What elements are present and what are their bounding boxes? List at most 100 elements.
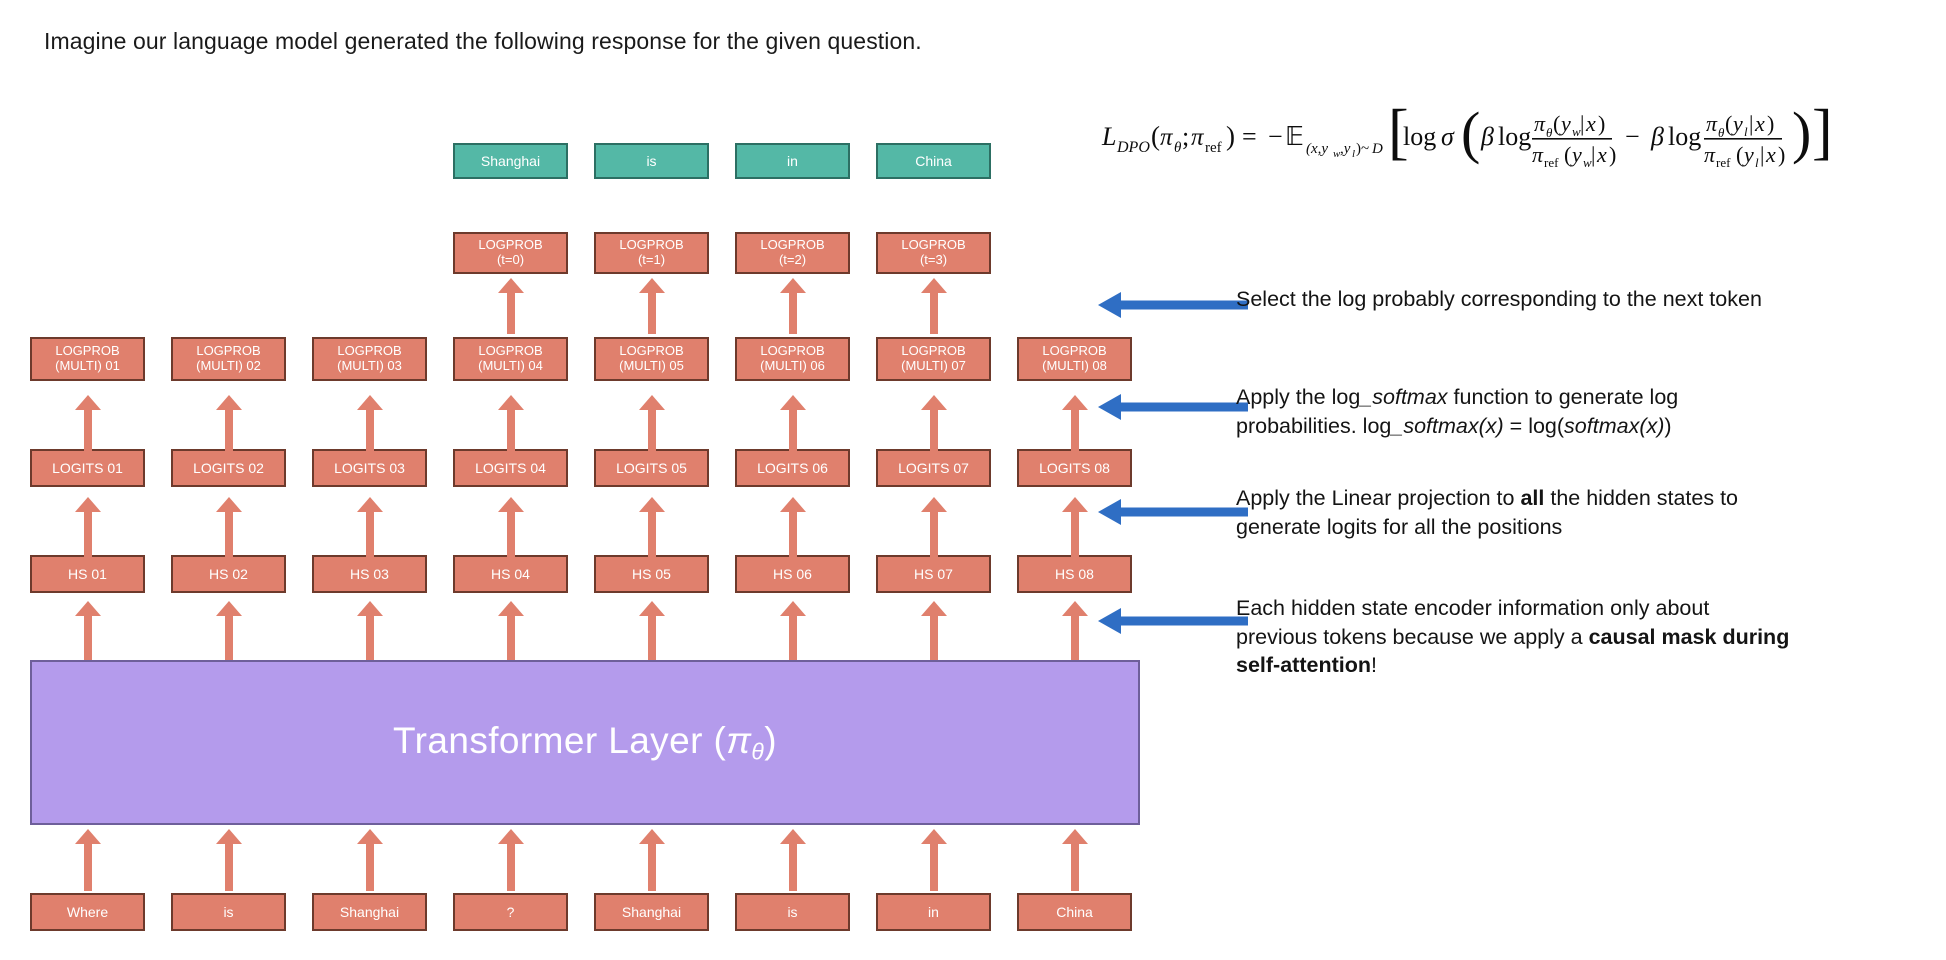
- logits-box-2-label: LOGITS 02: [193, 459, 264, 476]
- page-title: Imagine our language model generated the…: [44, 28, 922, 54]
- transformer-label-suffix: ): [764, 719, 777, 761]
- input-token-box-8[interactable]: China: [1017, 893, 1132, 931]
- arrow-hs-to-logits-5: [638, 497, 665, 557]
- arrow-stem: [647, 615, 656, 660]
- logprob-multi-box-4-label: LOGPROB(MULTI) 04: [478, 343, 543, 373]
- logprob-multi-box-7[interactable]: LOGPROB(MULTI) 07: [876, 337, 991, 381]
- logprob-selected-box-4[interactable]: LOGPROB(t=3): [876, 232, 991, 274]
- logprob-multi-box-5[interactable]: LOGPROB(MULTI) 05: [594, 337, 709, 381]
- annotation-line-1: Each hidden state encoder information on…: [1236, 596, 1710, 620]
- svg-text:log: log: [1403, 122, 1436, 151]
- arrow-stem: [506, 511, 515, 557]
- logprob-multi-box-7-label: LOGPROB(MULTI) 07: [901, 343, 966, 373]
- svg-text:log: log: [1668, 122, 1701, 151]
- hidden-state-box-3-label: HS 03: [350, 565, 389, 582]
- arrow-head: [920, 601, 947, 616]
- arrow-head: [920, 278, 947, 293]
- logits-box-6[interactable]: LOGITS 06: [735, 449, 850, 487]
- arrow-head: [215, 395, 242, 410]
- arrow-multi-to-selected-4: [920, 278, 947, 334]
- arrow-head: [74, 497, 101, 512]
- svg-text:;: ;: [1182, 122, 1189, 151]
- arrow-stem: [365, 409, 374, 451]
- arrow-head: [638, 278, 665, 293]
- logits-box-7[interactable]: LOGITS 07: [876, 449, 991, 487]
- logits-box-4[interactable]: LOGITS 04: [453, 449, 568, 487]
- transformer-layer-box[interactable]: Transformer Layer (πθ): [30, 660, 1140, 825]
- input-token-box-7-label: in: [928, 903, 939, 920]
- logits-box-2[interactable]: LOGITS 02: [171, 449, 286, 487]
- arrow-head: [920, 829, 947, 844]
- svg-text:−: −: [1625, 122, 1640, 151]
- arrow-logits-to-multi-4: [497, 395, 524, 451]
- input-token-box-1[interactable]: Where: [30, 893, 145, 931]
- svg-text:|: |: [1591, 142, 1595, 167]
- logprob-multi-box-2[interactable]: LOGPROB(MULTI) 02: [171, 337, 286, 381]
- logprob-multi-box-1[interactable]: LOGPROB(MULTI) 01: [30, 337, 145, 381]
- svg-text:w: w: [1583, 155, 1592, 170]
- arrow-head: [779, 497, 806, 512]
- svg-text:): ): [1226, 121, 1235, 151]
- svg-text:ref: ref: [1716, 155, 1731, 170]
- arrow-logits-to-multi-6: [779, 395, 806, 451]
- arrow-stem: [1070, 409, 1079, 451]
- arrow-head: [1098, 499, 1121, 525]
- logprob-multi-box-3[interactable]: LOGPROB(MULTI) 03: [312, 337, 427, 381]
- hidden-state-box-7[interactable]: HS 07: [876, 555, 991, 593]
- logprob-multi-box-4[interactable]: LOGPROB(MULTI) 04: [453, 337, 568, 381]
- arrow-head: [497, 601, 524, 616]
- arrow-head: [1098, 292, 1121, 318]
- svg-text:]: ]: [1812, 98, 1833, 166]
- transformer-layer-label: Transformer Layer (πθ): [393, 720, 777, 765]
- output-token-box-3[interactable]: in: [735, 143, 850, 179]
- logprob-selected-box-1[interactable]: LOGPROB(t=0): [453, 232, 568, 274]
- logits-box-8[interactable]: LOGITS 08: [1017, 449, 1132, 487]
- hidden-state-box-6[interactable]: HS 06: [735, 555, 850, 593]
- output-token-box-2[interactable]: is: [594, 143, 709, 179]
- annotation-arrow-select-logprob: [1098, 292, 1248, 318]
- log-softmax-italic-2: _softmax(x): [1391, 413, 1504, 438]
- logits-box-5[interactable]: LOGITS 05: [594, 449, 709, 487]
- logits-box-3[interactable]: LOGITS 03: [312, 449, 427, 487]
- output-token-box-4[interactable]: China: [876, 143, 991, 179]
- hidden-state-box-3[interactable]: HS 03: [312, 555, 427, 593]
- output-token-box-1[interactable]: Shanghai: [453, 143, 568, 179]
- hidden-state-box-4[interactable]: HS 04: [453, 555, 568, 593]
- input-token-box-6[interactable]: is: [735, 893, 850, 931]
- svg-text:y: y: [1570, 142, 1582, 167]
- hidden-state-box-8[interactable]: HS 08: [1017, 555, 1132, 593]
- svg-text:x: x: [1754, 111, 1765, 136]
- arrow-hs-to-logits-8: [1061, 497, 1088, 557]
- arrow-hs-to-logits-3: [356, 497, 383, 557]
- hidden-state-box-5[interactable]: HS 05: [594, 555, 709, 593]
- logprob-multi-box-6[interactable]: LOGPROB(MULTI) 06: [735, 337, 850, 381]
- logits-box-1[interactable]: LOGITS 01: [30, 449, 145, 487]
- svg-text:π: π: [1532, 142, 1544, 167]
- arrow-stem: [1120, 300, 1248, 310]
- arrow-stem: [929, 409, 938, 451]
- svg-text:w: w: [1572, 124, 1581, 139]
- arrow-head: [356, 497, 383, 512]
- hidden-state-box-1[interactable]: HS 01: [30, 555, 145, 593]
- arrow-stem: [224, 409, 233, 451]
- input-token-box-3[interactable]: Shanghai: [312, 893, 427, 931]
- logprob-selected-box-2[interactable]: LOGPROB(t=1): [594, 232, 709, 274]
- svg-text:π: π: [1706, 111, 1718, 136]
- input-token-box-4[interactable]: ?: [453, 893, 568, 931]
- arrow-stem: [788, 292, 797, 334]
- logprob-selected-box-3[interactable]: LOGPROB(t=2): [735, 232, 850, 274]
- svg-text:(: (: [1553, 111, 1560, 136]
- logprob-multi-box-8[interactable]: LOGPROB(MULTI) 08: [1017, 337, 1132, 381]
- arrow-stem: [365, 843, 374, 891]
- annotation-line-2: generate logits for all the positions: [1236, 514, 1563, 539]
- svg-text:,y: ,y: [1340, 141, 1351, 157]
- svg-text:(: (: [1725, 111, 1732, 136]
- input-token-box-5[interactable]: Shanghai: [594, 893, 709, 931]
- svg-text:𝔼: 𝔼: [1285, 122, 1304, 151]
- input-token-box-7[interactable]: in: [876, 893, 991, 931]
- logits-box-1-label: LOGITS 01: [52, 459, 123, 476]
- input-token-box-2[interactable]: is: [171, 893, 286, 931]
- arrow-stem: [506, 292, 515, 334]
- hidden-state-box-2[interactable]: HS 02: [171, 555, 286, 593]
- input-token-box-1-label: Where: [66, 903, 109, 920]
